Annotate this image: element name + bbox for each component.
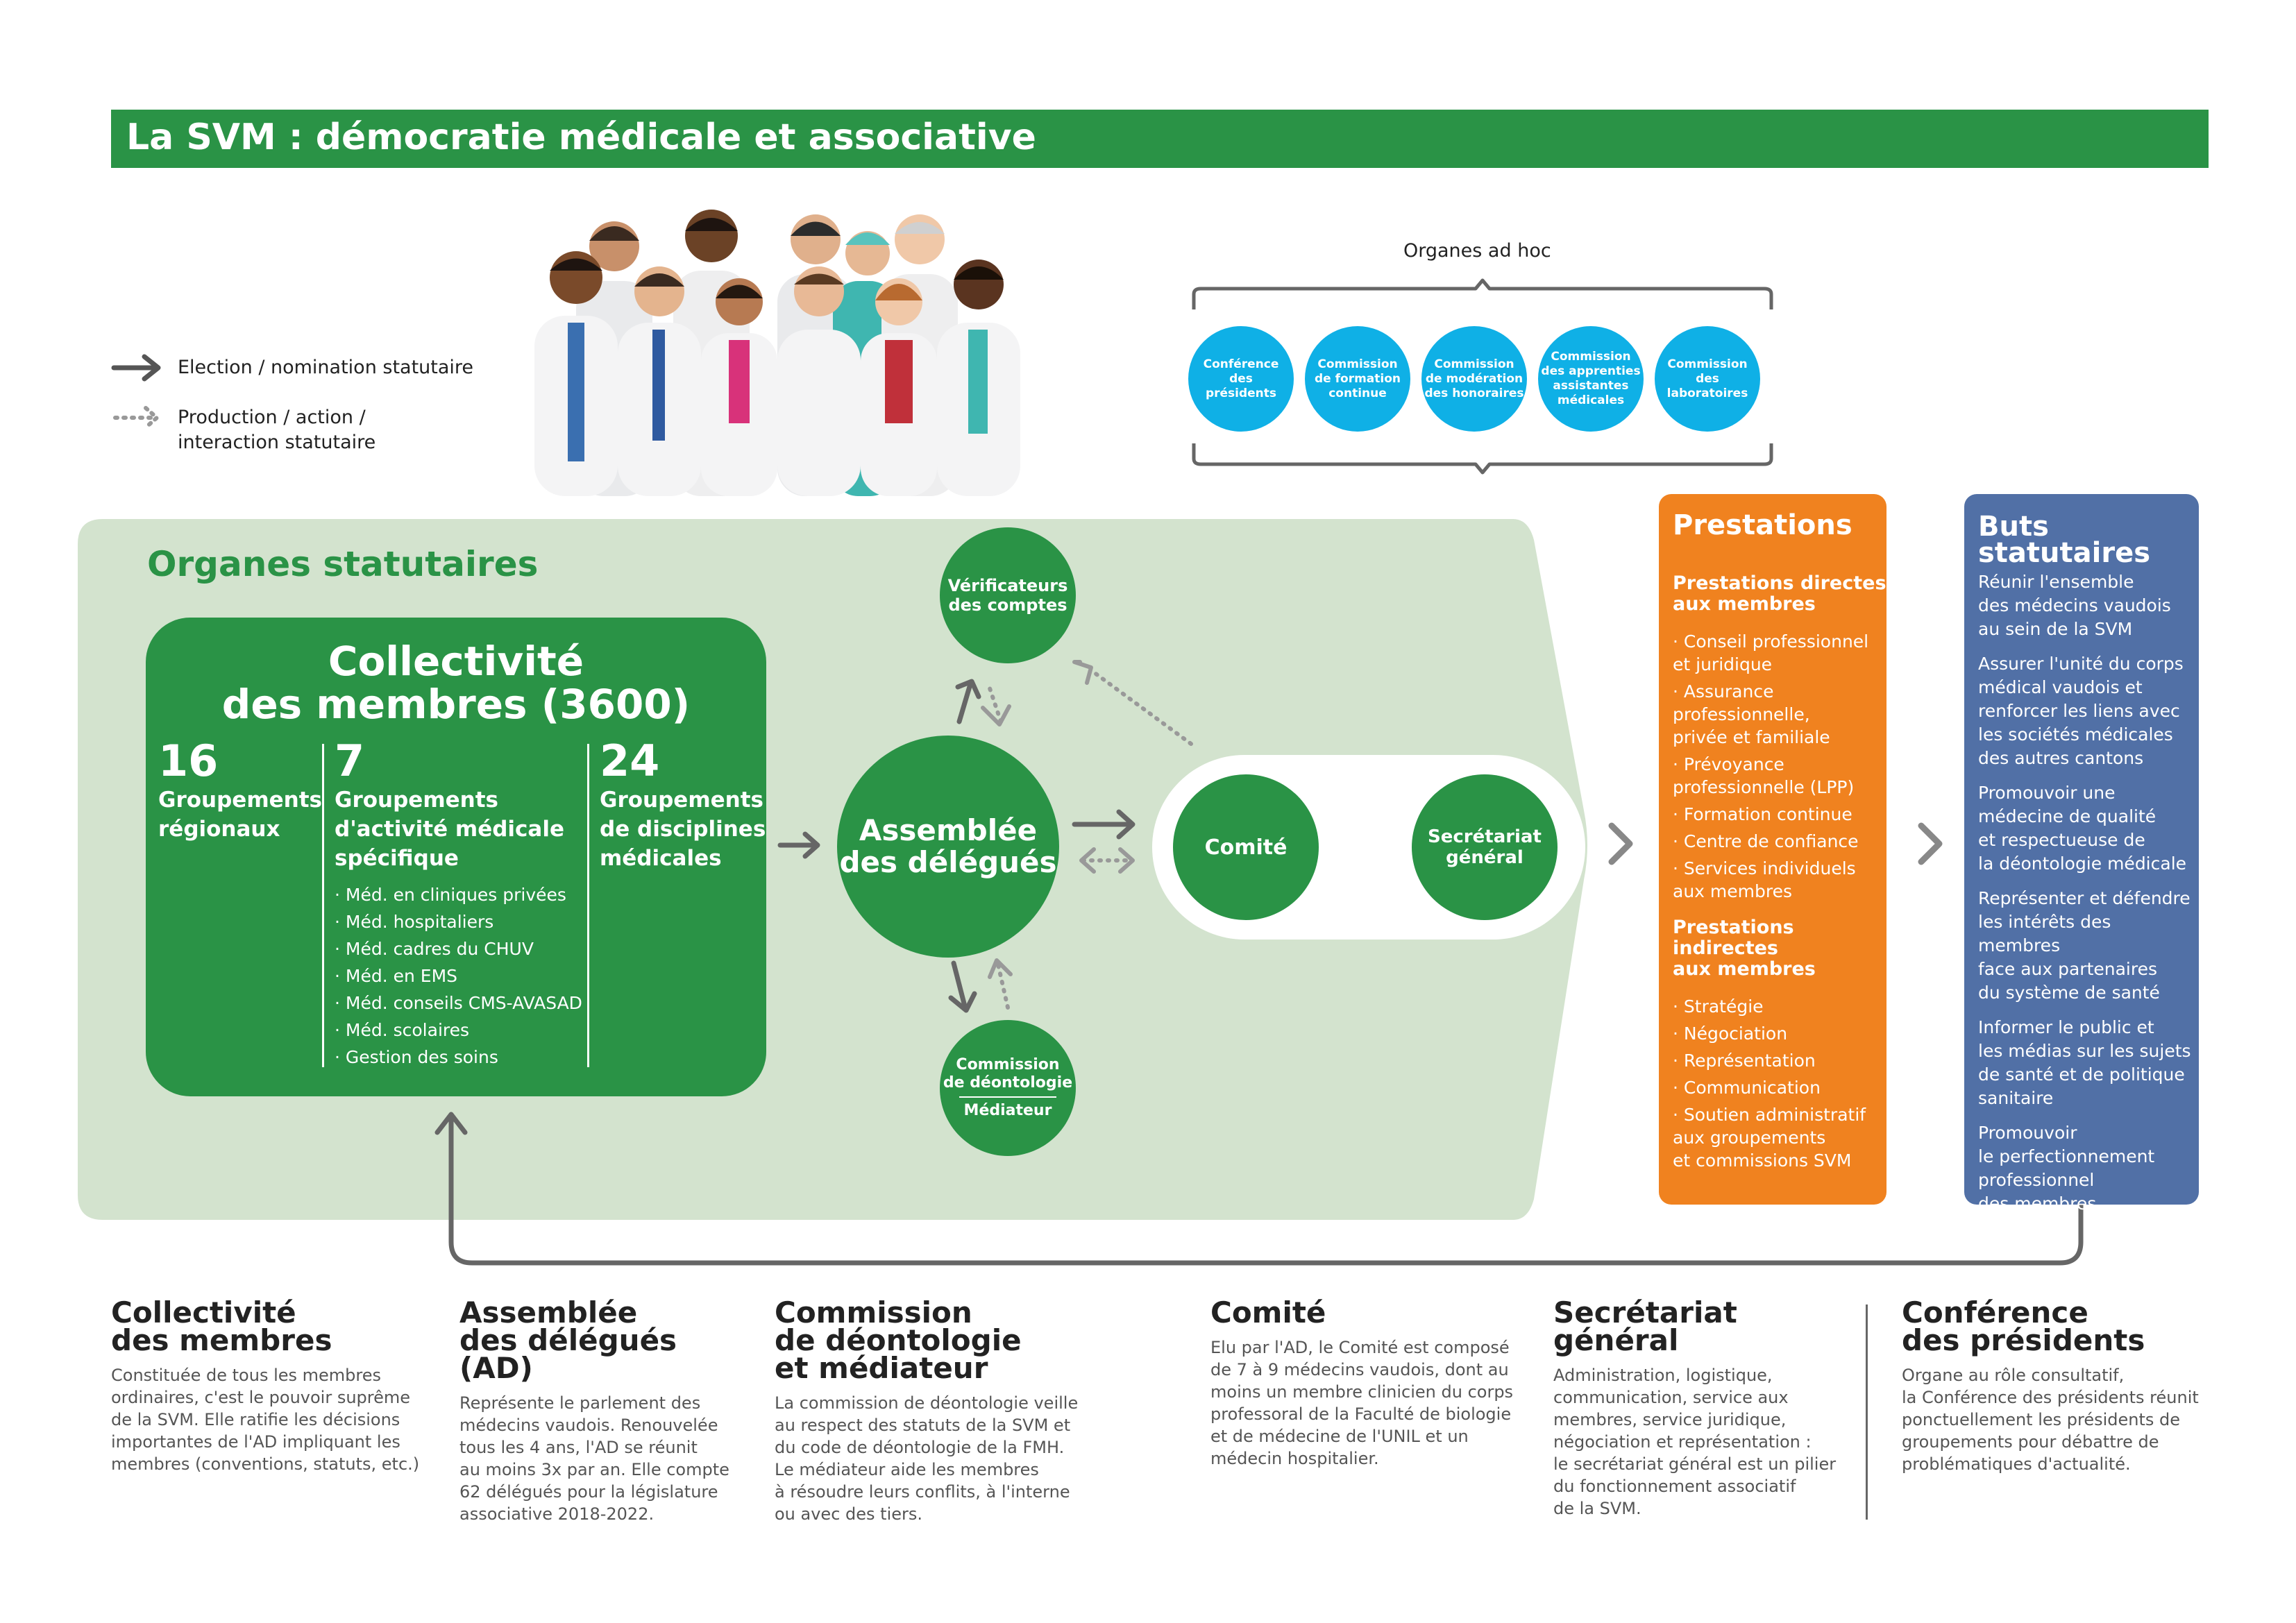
list-item: Promouvoir le perfectionnement professio…	[1978, 1123, 2155, 1214]
doctors-illustration	[534, 210, 1020, 496]
desc-body: Administration, logistique, communicatio…	[1553, 1366, 1837, 1518]
statutory-title: Organes statutaires	[147, 544, 539, 584]
mediateur-label: Médiateur	[963, 1102, 1052, 1119]
group-activite-count: 7	[335, 736, 365, 786]
group-disciplines-label: Groupements de disciplines médicales	[600, 788, 766, 871]
desc-title: Assemblée des délégués (AD)	[459, 1295, 677, 1385]
deontologie-circle: Commission de déontologie Médiateur	[940, 1020, 1076, 1156]
list-item: · Prévoyance professionnelle (LPP)	[1673, 754, 1855, 797]
desc-title: Conférence des présidents	[1902, 1295, 2145, 1357]
desc-conference: Conférence des présidents Organe au rôle…	[1902, 1295, 2235, 1475]
verificateurs-circle: Vérificateurs des comptes	[940, 527, 1076, 663]
solid-arrow-icon	[111, 354, 161, 382]
list-item: · Assurance professionnelle, privée et f…	[1673, 681, 1830, 747]
activite-sub-list: · Méd. en cliniques privées · Méd. hospi…	[335, 881, 582, 1071]
list-item: Promouvoir une médecine de qualité et re…	[1978, 783, 2187, 874]
list-item: Réunir l'ensemble des médecins vaudois a…	[1978, 572, 2171, 639]
prestations-indirect-list: · Stratégie · Négociation · Représentati…	[1673, 995, 1881, 1176]
prestations-title: Prestations	[1673, 509, 1852, 541]
collectivite-title: Collectivité des membres (3600)	[221, 638, 691, 728]
buts-title: Buts statutaires	[1978, 511, 2151, 569]
deontologie-label: Commission de déontologie	[943, 1056, 1073, 1091]
deontologie-divider	[959, 1096, 1056, 1098]
group-activite-label: Groupements d'activité médicale spécifiq…	[335, 788, 564, 871]
list-item: · Négociation	[1673, 1023, 1788, 1044]
desc-body: Organe au rôle consultatif, la Conférenc…	[1902, 1366, 2199, 1474]
list-item: Informer le public et les médias sur les…	[1978, 1017, 2191, 1108]
buts-box: Buts statutaires Réunir l'ensemble des m…	[1964, 494, 2199, 1214]
sub-item: · Gestion des soins	[335, 1047, 498, 1067]
legend: Election / nomination statutaire Product…	[111, 347, 500, 472]
desc-body: Elu par l'AD, le Comité est composé de 7…	[1210, 1338, 1514, 1468]
adhoc-moderation-honoraires: Commission de modération des honoraires	[1421, 326, 1527, 432]
assemblee-circle: Assemblée des délégués	[837, 736, 1059, 958]
title-bar: La SVM : démocratie médicale et associat…	[111, 110, 2209, 168]
sub-item: · Méd. cadres du CHUV	[335, 939, 534, 959]
column-divider	[587, 744, 589, 1067]
sub-item: · Méd. scolaires	[335, 1020, 470, 1040]
column-divider	[322, 744, 324, 1067]
list-item: Représenter et défendre les intérêts des…	[1978, 888, 2191, 1003]
group-regional-count: 16	[158, 736, 219, 786]
desc-separator	[1866, 1305, 1868, 1520]
adhoc-bracket-bottom	[1192, 443, 1773, 475]
group-regional-label: Groupements régionaux	[158, 788, 322, 842]
list-item: · Services individuels aux membres	[1673, 858, 1856, 901]
collectivite-box: Collectivité des membres (3600) 16 Group…	[146, 618, 766, 1096]
desc-collectivite: Collectivité des membres Constituée de t…	[111, 1295, 437, 1475]
sub-item: · Méd. hospitaliers	[335, 912, 494, 932]
secretariat-circle: Secrétariat général	[1412, 774, 1558, 920]
desc-deontologie: Commission de déontologie et médiateur L…	[775, 1295, 1122, 1525]
page-title: La SVM : démocratie médicale et associat…	[126, 117, 1036, 158]
adhoc-laboratoires: Commission des laboratoires	[1655, 326, 1760, 432]
desc-title: Secrétariat général	[1553, 1295, 1737, 1357]
list-item: · Formation continue	[1673, 804, 1852, 824]
list-item: · Conseil professionnel et juridique	[1673, 631, 1869, 674]
legend-election-label: Election / nomination statutaire	[178, 357, 474, 378]
list-item: · Centre de confiance	[1673, 831, 1859, 851]
desc-secretariat: Secrétariat général Administration, logi…	[1553, 1295, 1873, 1520]
list-item: · Communication	[1673, 1078, 1821, 1098]
adhoc-apprenties-assistantes: Commission des apprenties assistantes mé…	[1538, 326, 1644, 432]
list-item: · Stratégie	[1673, 996, 1764, 1017]
comite-circle: Comité	[1173, 774, 1319, 920]
legend-production-label: Production / action / interaction statut…	[178, 407, 376, 453]
prestations-direct-list: · Conseil professionnel et juridique · A…	[1673, 630, 1881, 907]
adhoc-title: Organes ad hoc	[1403, 240, 1551, 262]
buts-list: Réunir l'ensemble des médecins vaudois a…	[1978, 570, 2193, 1227]
prestations-box: Prestations Prestations directes aux mem…	[1659, 494, 1886, 1205]
dotted-arrow-icon	[113, 406, 160, 430]
group-disciplines-count: 24	[600, 736, 660, 786]
desc-body: Constituée de tous les membres ordinaire…	[111, 1366, 420, 1474]
desc-title: Collectivité des membres	[111, 1295, 332, 1357]
desc-assemblee: Assemblée des délégués (AD) Représente l…	[459, 1295, 758, 1525]
list-item: Assurer l'unité du corps médical vaudois…	[1978, 654, 2184, 768]
prestations-direct-title: Prestations directes aux membres	[1673, 572, 1886, 615]
adhoc-conference-presidents: Conférence des présidents	[1188, 326, 1294, 432]
prestations-indirect-title: Prestations indirectes aux membres	[1673, 917, 1816, 980]
sub-item: · Méd. en cliniques privées	[335, 885, 566, 905]
desc-title: Comité	[1210, 1295, 1326, 1329]
desc-title: Commission de déontologie et médiateur	[775, 1295, 1022, 1385]
sub-item: · Méd. en EMS	[335, 966, 458, 986]
list-item: · Soutien administratif aux groupements …	[1673, 1105, 1866, 1171]
desc-body: La commission de déontologie veille au r…	[775, 1393, 1079, 1524]
sub-item: · Méd. conseils CMS-AVASAD	[335, 993, 582, 1013]
adhoc-bracket-top	[1192, 278, 1773, 309]
list-item: · Représentation	[1673, 1051, 1816, 1071]
adhoc-formation-continue: Commission de formation continue	[1305, 326, 1410, 432]
desc-body: Représente le parlement des médecins vau…	[459, 1393, 729, 1524]
desc-comite: Comité Elu par l'AD, le Comité est compo…	[1210, 1295, 1537, 1470]
